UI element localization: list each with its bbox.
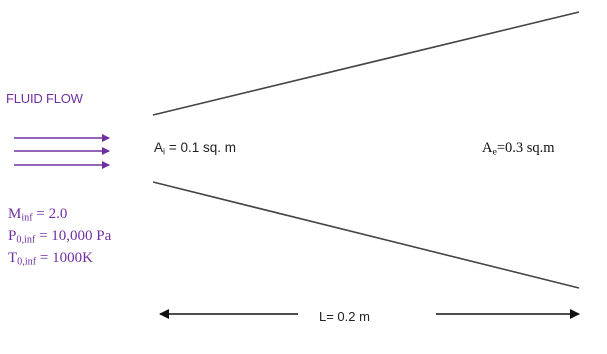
inlet-area-subscript: i — [163, 146, 166, 157]
inlet-area-symbol: A — [154, 140, 164, 155]
mach-symbol: M — [8, 206, 22, 222]
exit-area-value: =0.3 sq.m — [496, 140, 555, 156]
mach-subscript: inf — [21, 212, 33, 224]
temperature-value: = 1000K — [36, 250, 93, 266]
upper-wall-line — [152, 11, 580, 116]
exit-area-symbol: A — [482, 140, 493, 156]
length-label: L= 0.2 m — [319, 309, 370, 324]
mach-value: = 2.0 — [32, 206, 68, 222]
temperature-subscript: 0,inf — [17, 256, 37, 268]
lower-wall-line — [152, 181, 580, 289]
temperature-condition: T0,inf = 1000K — [8, 250, 93, 268]
pressure-symbol: P — [8, 228, 17, 244]
inlet-area-label: Ai = 0.1 sq. m — [154, 140, 236, 156]
mach-condition: Minf = 2.0 — [8, 206, 67, 224]
pressure-subscript: 0,inf — [16, 234, 36, 246]
exit-area-subscript: e — [492, 146, 497, 158]
fluid-flow-label: FLUID FLOW — [6, 91, 83, 106]
pressure-value: = 10,000 Pa — [35, 228, 112, 244]
inlet-area-value: = 0.1 sq. m — [168, 140, 236, 155]
pressure-condition: P0,inf = 10,000 Pa — [8, 228, 111, 246]
exit-area-label: Ae=0.3 sq.m — [482, 140, 555, 157]
temperature-symbol: T — [8, 250, 18, 266]
